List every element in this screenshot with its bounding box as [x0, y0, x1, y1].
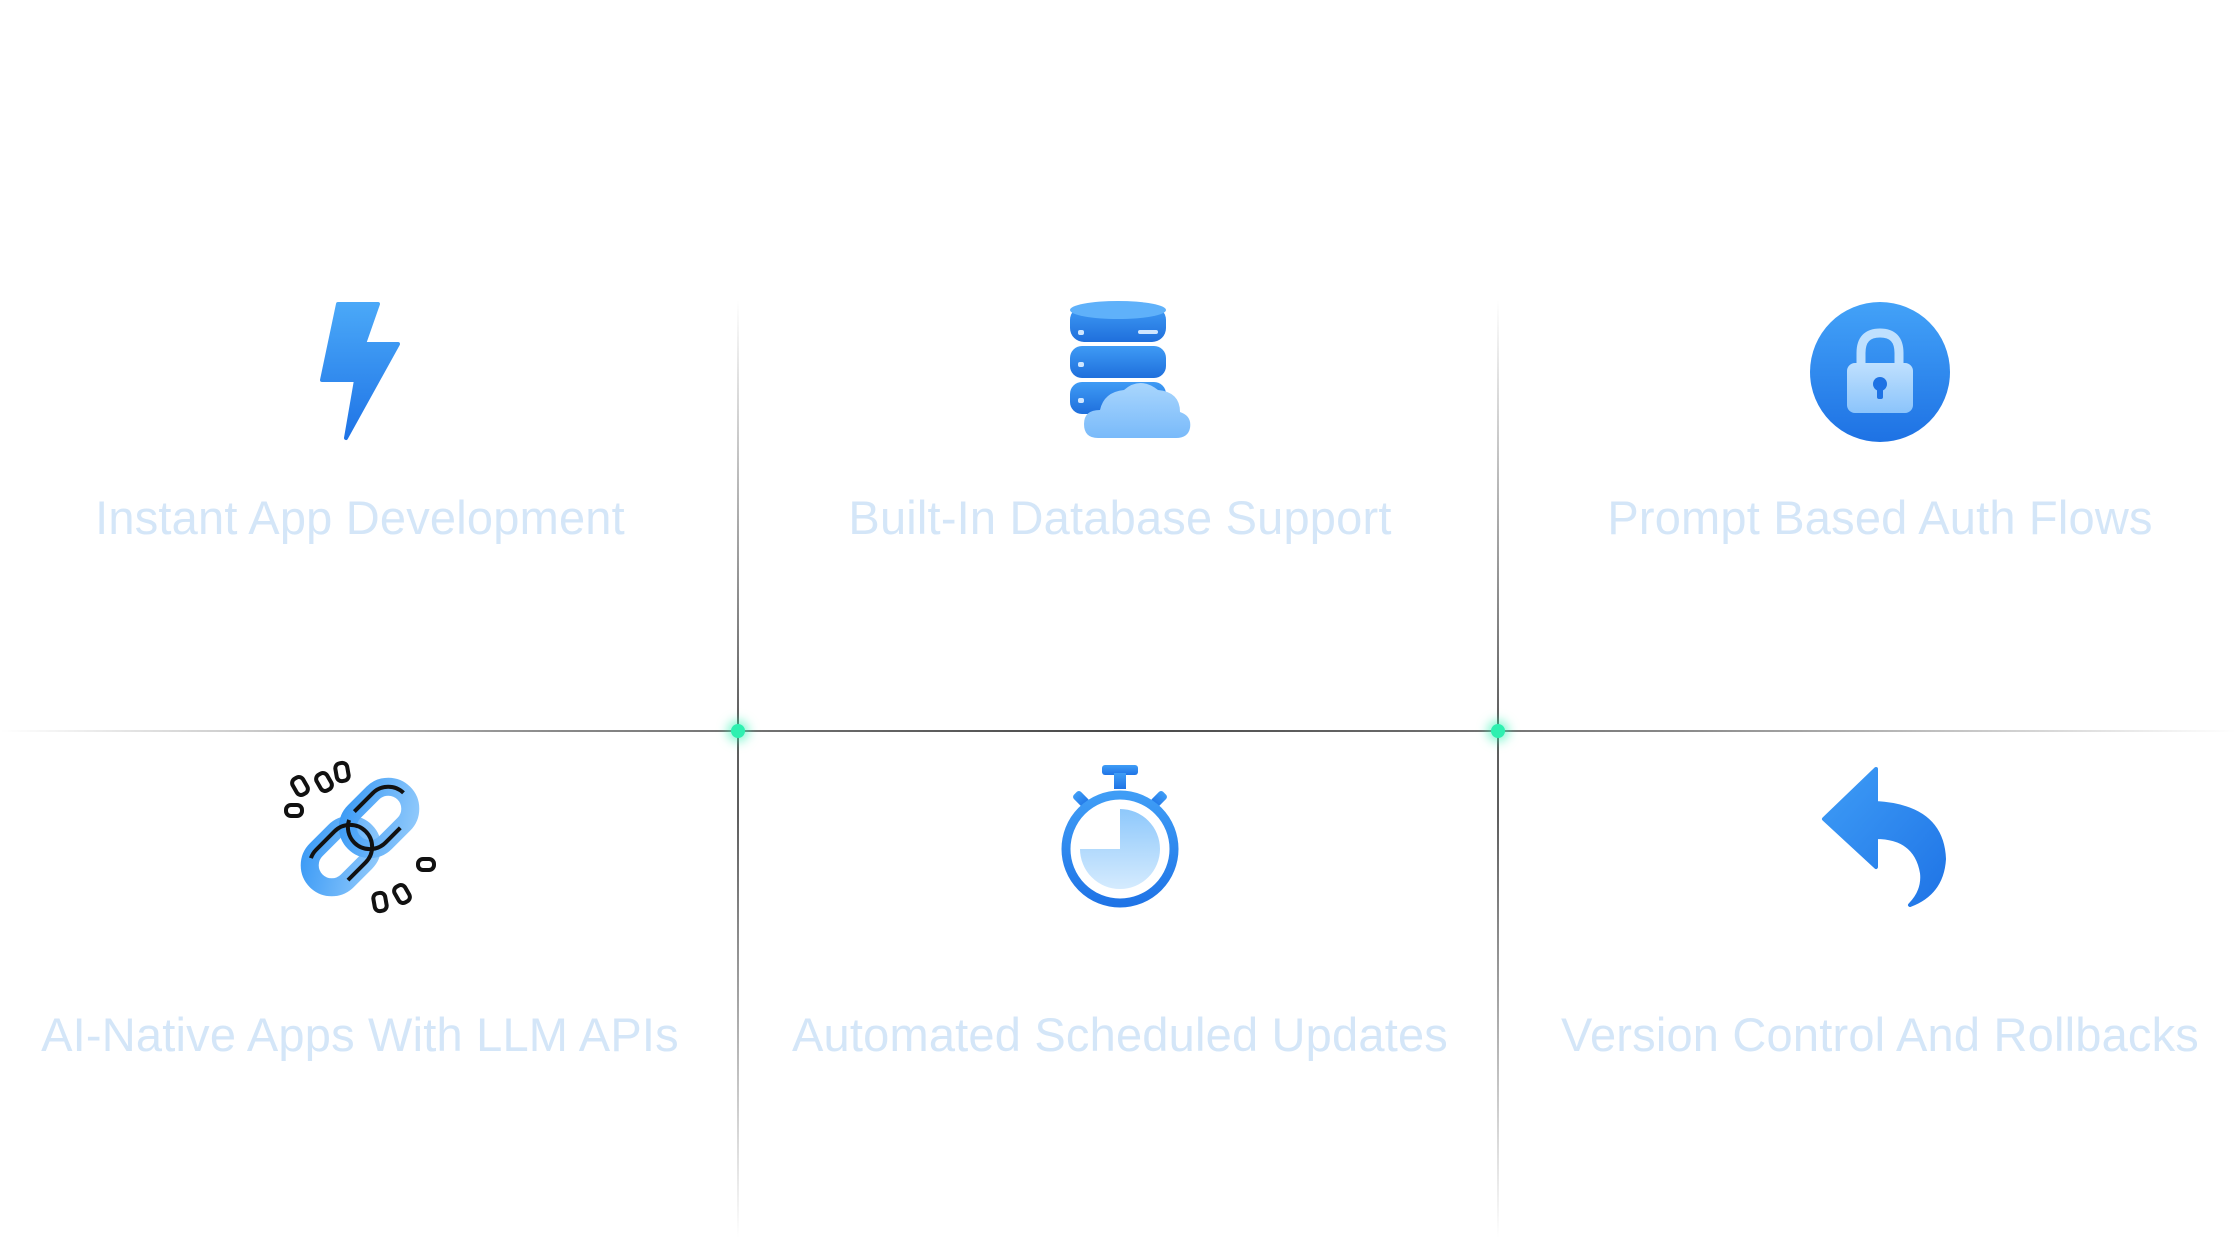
grid-divider-vertical-left [737, 300, 739, 1238]
feature-label: AI-Native Apps With LLM APIs [41, 1008, 679, 1061]
lock-icon [1795, 287, 1965, 457]
grid-divider-horizontal [0, 730, 2236, 732]
feature-label: Automated Scheduled Updates [791, 1008, 1448, 1061]
grid-node-dot-left [731, 724, 745, 738]
feature-card-ai: AI-Native Apps With LLM APIs [0, 752, 740, 1061]
feature-card-database: Built-In Database Support [740, 287, 1500, 544]
grid-node-dot-right [1491, 724, 1505, 738]
stopwatch-icon [1035, 752, 1205, 922]
feature-label: Instant App Development [95, 491, 625, 544]
lightning-icon [275, 287, 445, 457]
broken-chain-icon [275, 752, 445, 922]
database-cloud-icon [1035, 287, 1205, 457]
feature-label: Built-In Database Support [848, 491, 1392, 544]
feature-card-version: Version Control And Rollbacks [1500, 752, 2236, 1061]
feature-card-scheduled: Automated Scheduled Updates [740, 752, 1500, 1061]
undo-arrow-icon [1795, 752, 1965, 922]
feature-label: Prompt Based Auth Flows [1607, 491, 2153, 544]
feature-card-instant: Instant App Development [0, 287, 740, 544]
grid-divider-vertical-right [1497, 300, 1499, 1238]
feature-card-auth: Prompt Based Auth Flows [1500, 287, 2236, 544]
feature-label: Version Control And Rollbacks [1560, 1008, 2200, 1061]
